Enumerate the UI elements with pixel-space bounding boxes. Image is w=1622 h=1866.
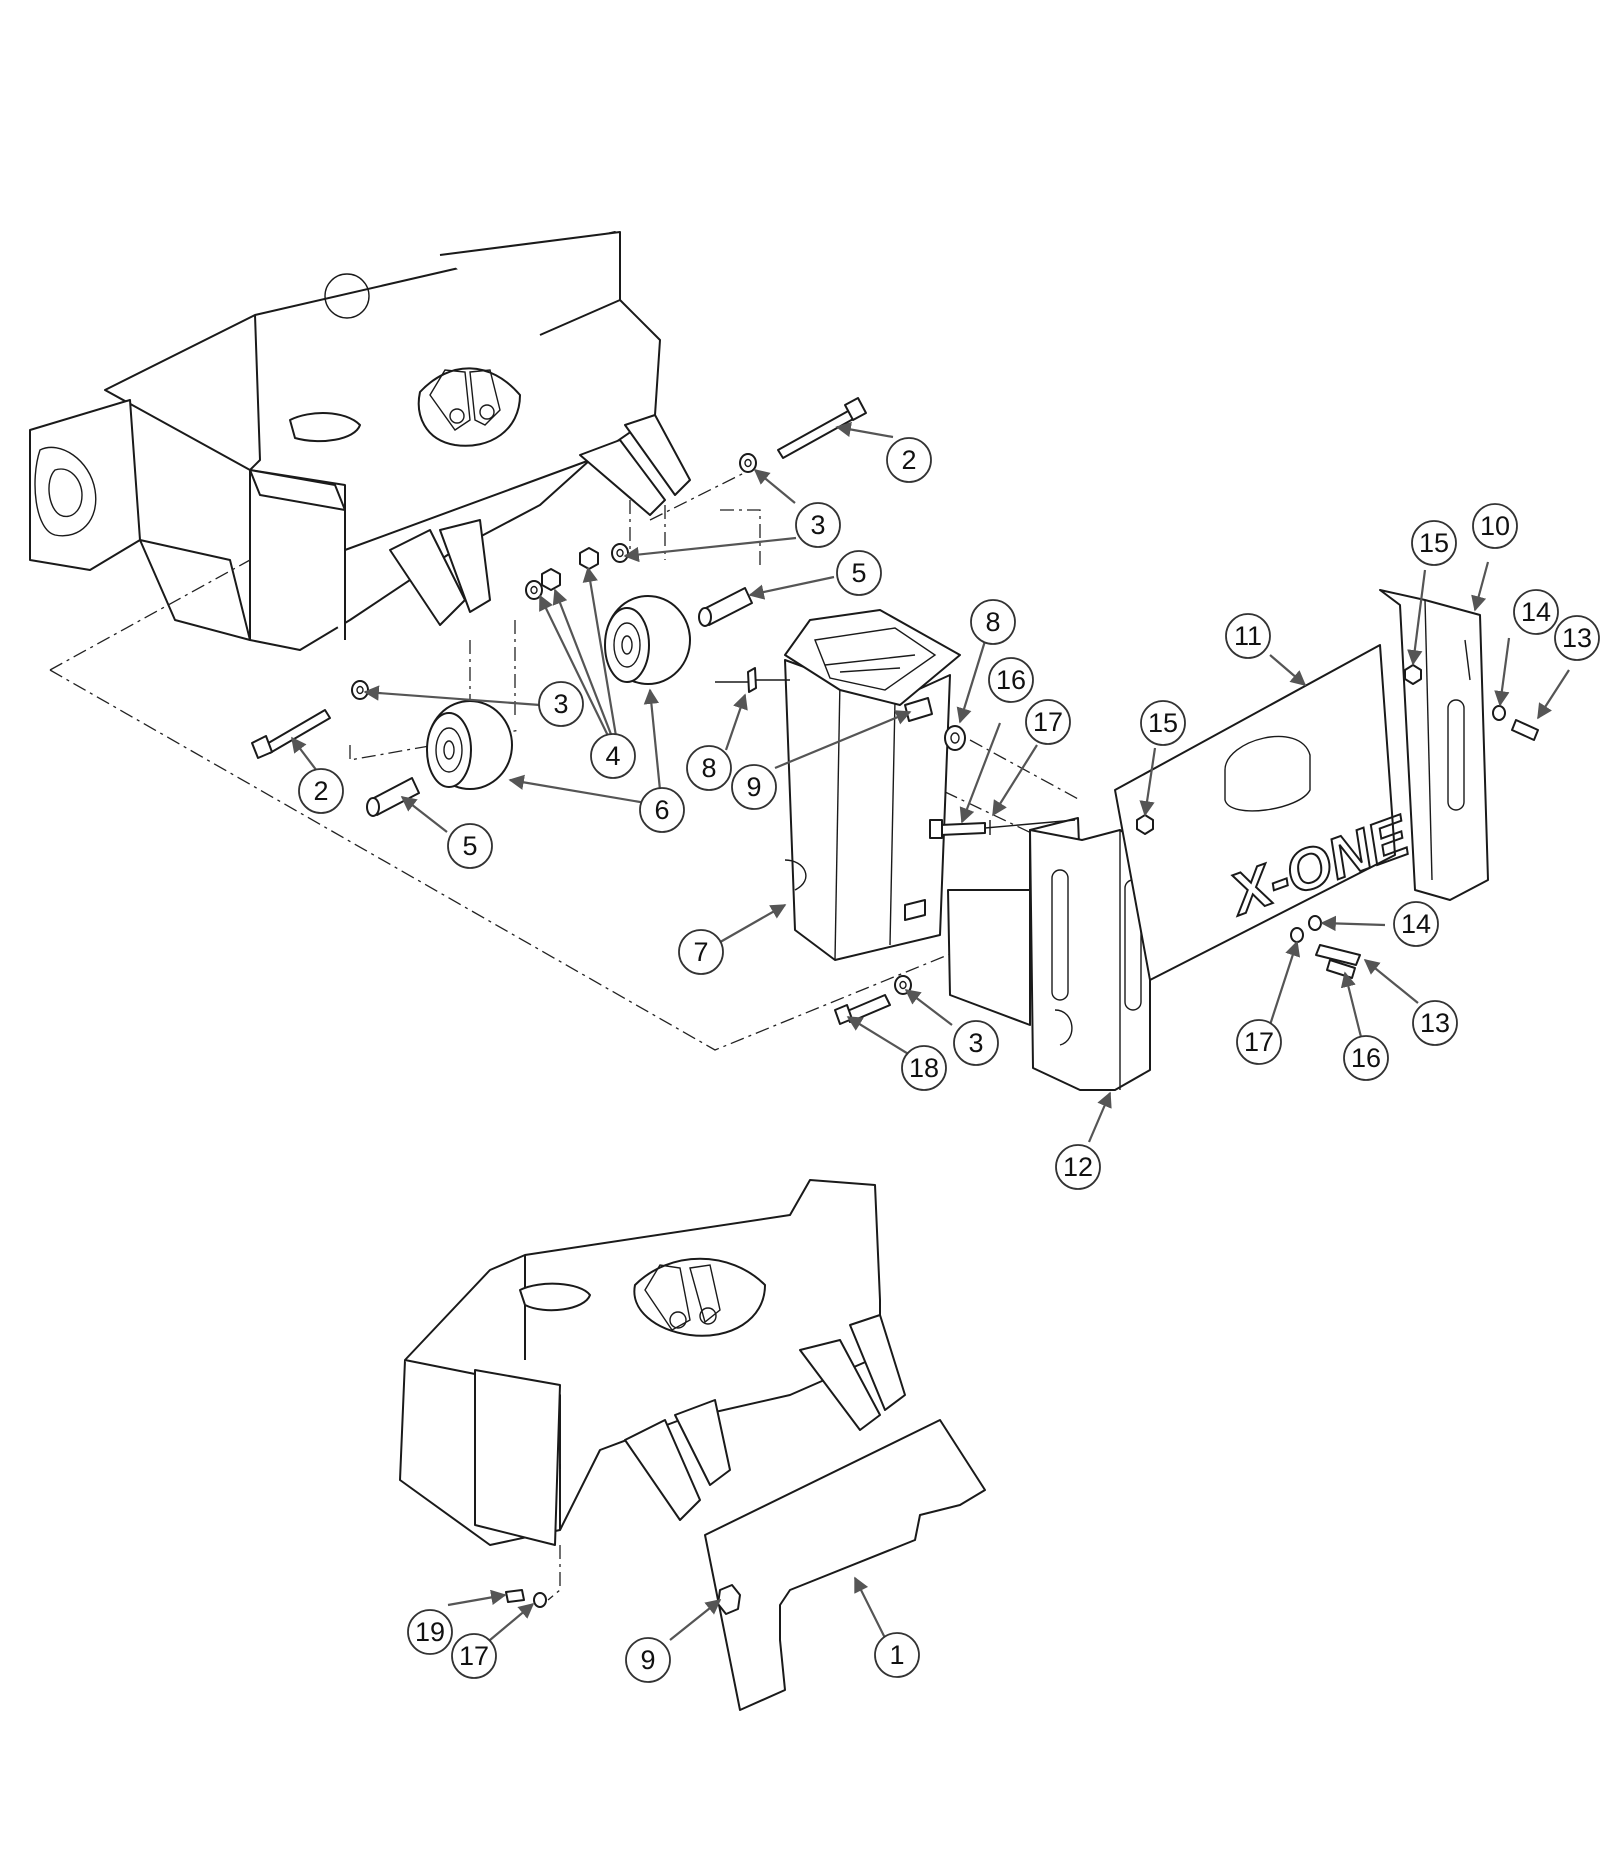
callout-16: 16 — [988, 657, 1034, 703]
svg-text:17: 17 — [1033, 707, 1063, 737]
svg-text:14: 14 — [1521, 597, 1551, 627]
spacer-8 — [715, 667, 790, 693]
svg-text:19: 19 — [415, 1617, 445, 1647]
svg-text:9: 9 — [640, 1645, 655, 1675]
svg-text:13: 13 — [1420, 1008, 1450, 1038]
svg-text:2: 2 — [313, 776, 328, 806]
callout-2: 2 — [886, 437, 932, 483]
spacer-5-upper — [698, 587, 753, 627]
callout-9: 9 — [625, 1637, 671, 1683]
lower-deck-frame — [399, 1179, 906, 1546]
svg-text:2: 2 — [901, 445, 916, 475]
callout-5: 5 — [836, 550, 882, 596]
bracket-12 — [947, 817, 1151, 1091]
callout-15: 15 — [1411, 520, 1457, 566]
pin-2-lower — [251, 709, 331, 759]
nuts-4 — [541, 547, 599, 591]
svg-text:3: 3 — [810, 510, 825, 540]
svg-text:6: 6 — [654, 795, 669, 825]
svg-text:18: 18 — [909, 1053, 939, 1083]
svg-text:3: 3 — [968, 1028, 983, 1058]
callout-10: 10 — [1472, 503, 1518, 549]
svg-text:10: 10 — [1480, 511, 1510, 541]
callout-14: 14 — [1513, 589, 1559, 635]
callout-17: 17 — [1236, 1019, 1282, 1065]
callout-11: 11 — [1225, 613, 1271, 659]
callout-3: 3 — [795, 502, 841, 548]
callout-15: 15 — [1140, 700, 1186, 746]
leader-lines — [291, 421, 1570, 1641]
wheel-6-lower — [426, 700, 513, 790]
svg-text:5: 5 — [851, 558, 866, 588]
svg-text:13: 13 — [1562, 623, 1592, 653]
svg-text:16: 16 — [996, 665, 1026, 695]
svg-text:9: 9 — [746, 772, 761, 802]
callouts: 2 3 3 5 3 4 2 5 6 6 8 8 9 16 17 15 10 15… — [298, 437, 1600, 1683]
callout-17: 17 — [1025, 699, 1071, 745]
svg-text:5: 5 — [462, 831, 477, 861]
svg-text:4: 4 — [605, 741, 620, 771]
svg-text:8: 8 — [701, 753, 716, 783]
callout-6: 6 — [639, 787, 685, 833]
battery-box-7 — [784, 609, 961, 961]
callout-16: 16 — [1343, 1035, 1389, 1081]
callout-12: 12 — [1055, 1144, 1101, 1190]
svg-text:15: 15 — [1419, 528, 1449, 558]
svg-text:17: 17 — [459, 1641, 489, 1671]
callout-2: 2 — [298, 768, 344, 814]
callout-18: 18 — [901, 1045, 947, 1091]
callout-3: 3 — [953, 1020, 999, 1066]
svg-text:17: 17 — [1244, 1027, 1274, 1057]
callout-8: 8 — [686, 745, 732, 791]
wheel-6-upper — [604, 595, 691, 685]
svg-text:7: 7 — [693, 937, 708, 967]
callout-17: 17 — [451, 1633, 497, 1679]
callout-19: 19 — [407, 1609, 453, 1655]
callout-13: 13 — [1554, 615, 1600, 661]
svg-text:3: 3 — [553, 689, 568, 719]
svg-text:8: 8 — [985, 607, 1000, 637]
callout-3: 3 — [538, 681, 584, 727]
spacer-8-right — [944, 725, 966, 751]
callout-8: 8 — [970, 599, 1016, 645]
svg-text:15: 15 — [1148, 708, 1178, 738]
svg-text:11: 11 — [1234, 621, 1262, 651]
upper-deck-frame — [29, 231, 691, 651]
bracket-10 — [1379, 589, 1489, 901]
callout-13: 13 — [1412, 1000, 1458, 1046]
callout-7: 7 — [678, 929, 724, 975]
callout-5: 5 — [447, 823, 493, 869]
cover-plate-1 — [704, 1419, 986, 1711]
hardware-lower — [505, 1450, 741, 1615]
svg-text:14: 14 — [1401, 909, 1431, 939]
panel-11: X-ONE — [1114, 644, 1420, 981]
svg-text:16: 16 — [1351, 1043, 1381, 1073]
spacer-5-lower — [366, 777, 420, 817]
pin-2-upper — [777, 397, 867, 459]
callout-4: 4 — [590, 733, 636, 779]
callout-1: 1 — [874, 1632, 920, 1678]
svg-text:12: 12 — [1063, 1152, 1093, 1182]
callout-14: 14 — [1393, 901, 1439, 947]
svg-text:1: 1 — [889, 1640, 904, 1670]
callout-9: 9 — [731, 764, 777, 810]
